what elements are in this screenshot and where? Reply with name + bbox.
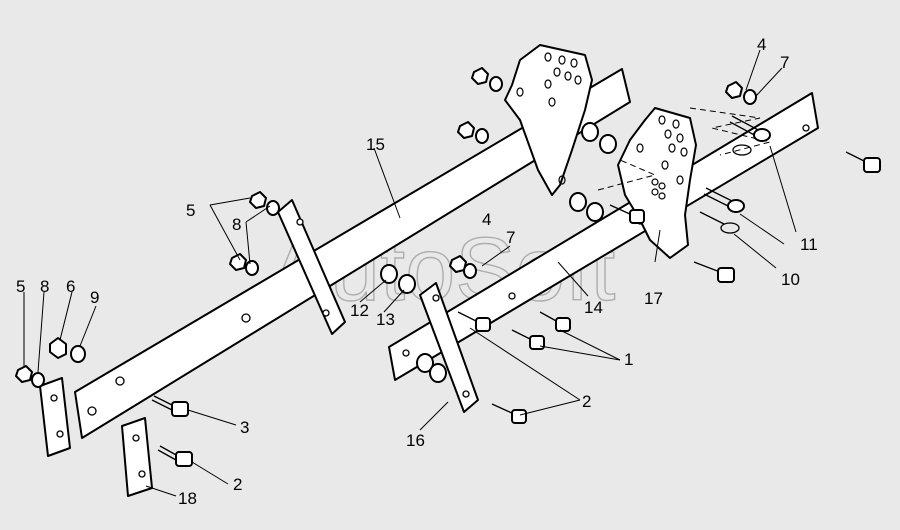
callout-4-mid: 4 [482,210,491,229]
nuts-and-washers [15,67,757,388]
callout-9: 9 [90,288,99,307]
bolt-bracket [609,204,645,224]
callout-6: 6 [66,277,75,296]
lower-clamp-plate [419,282,479,413]
leader-lines [23,49,797,497]
callout-7-mid: 7 [506,228,515,247]
callout-15: 15 [366,135,385,154]
bolt-front [693,261,735,283]
bolt-1b [511,329,545,350]
callout-1: 1 [624,350,633,369]
small-plates [39,377,153,497]
bolt-2-lower-left [157,445,193,467]
callout-8-mid: 8 [232,215,241,234]
callout-12: 12 [350,301,369,320]
callout-3: 3 [240,418,249,437]
callout-10: 10 [781,270,800,289]
callout-5-mid: 5 [186,201,195,220]
bolt-1c [457,311,491,332]
pins-and-clips [699,115,771,234]
upper-bar [74,68,631,439]
callout-17: 17 [644,289,663,308]
alignment-guides [597,107,771,191]
front-bracket [617,107,697,259]
bolt-2-lower-right [491,403,527,424]
callout-11: 11 [800,235,818,254]
callout-8-left: 8 [40,277,49,296]
callout-16: 16 [406,431,425,450]
bolt-3 [151,395,189,417]
callout-5-left: 5 [16,277,25,296]
callout-2-left: 2 [233,475,242,494]
callout-14: 14 [584,298,603,317]
callouts: 4 7 15 5 8 4 7 11 10 5 8 6 9 14 17 12 13… [16,35,818,508]
callout-4-top: 4 [757,35,766,54]
spacers [380,122,617,383]
bolt-1a [539,311,571,332]
callout-2-right: 2 [582,392,591,411]
callout-7-top: 7 [780,53,789,72]
left-clamp-plate [277,199,346,335]
callout-13: 13 [376,310,395,329]
callout-18: 18 [178,489,197,508]
bolt-right [845,151,881,173]
rear-bracket [504,44,593,196]
